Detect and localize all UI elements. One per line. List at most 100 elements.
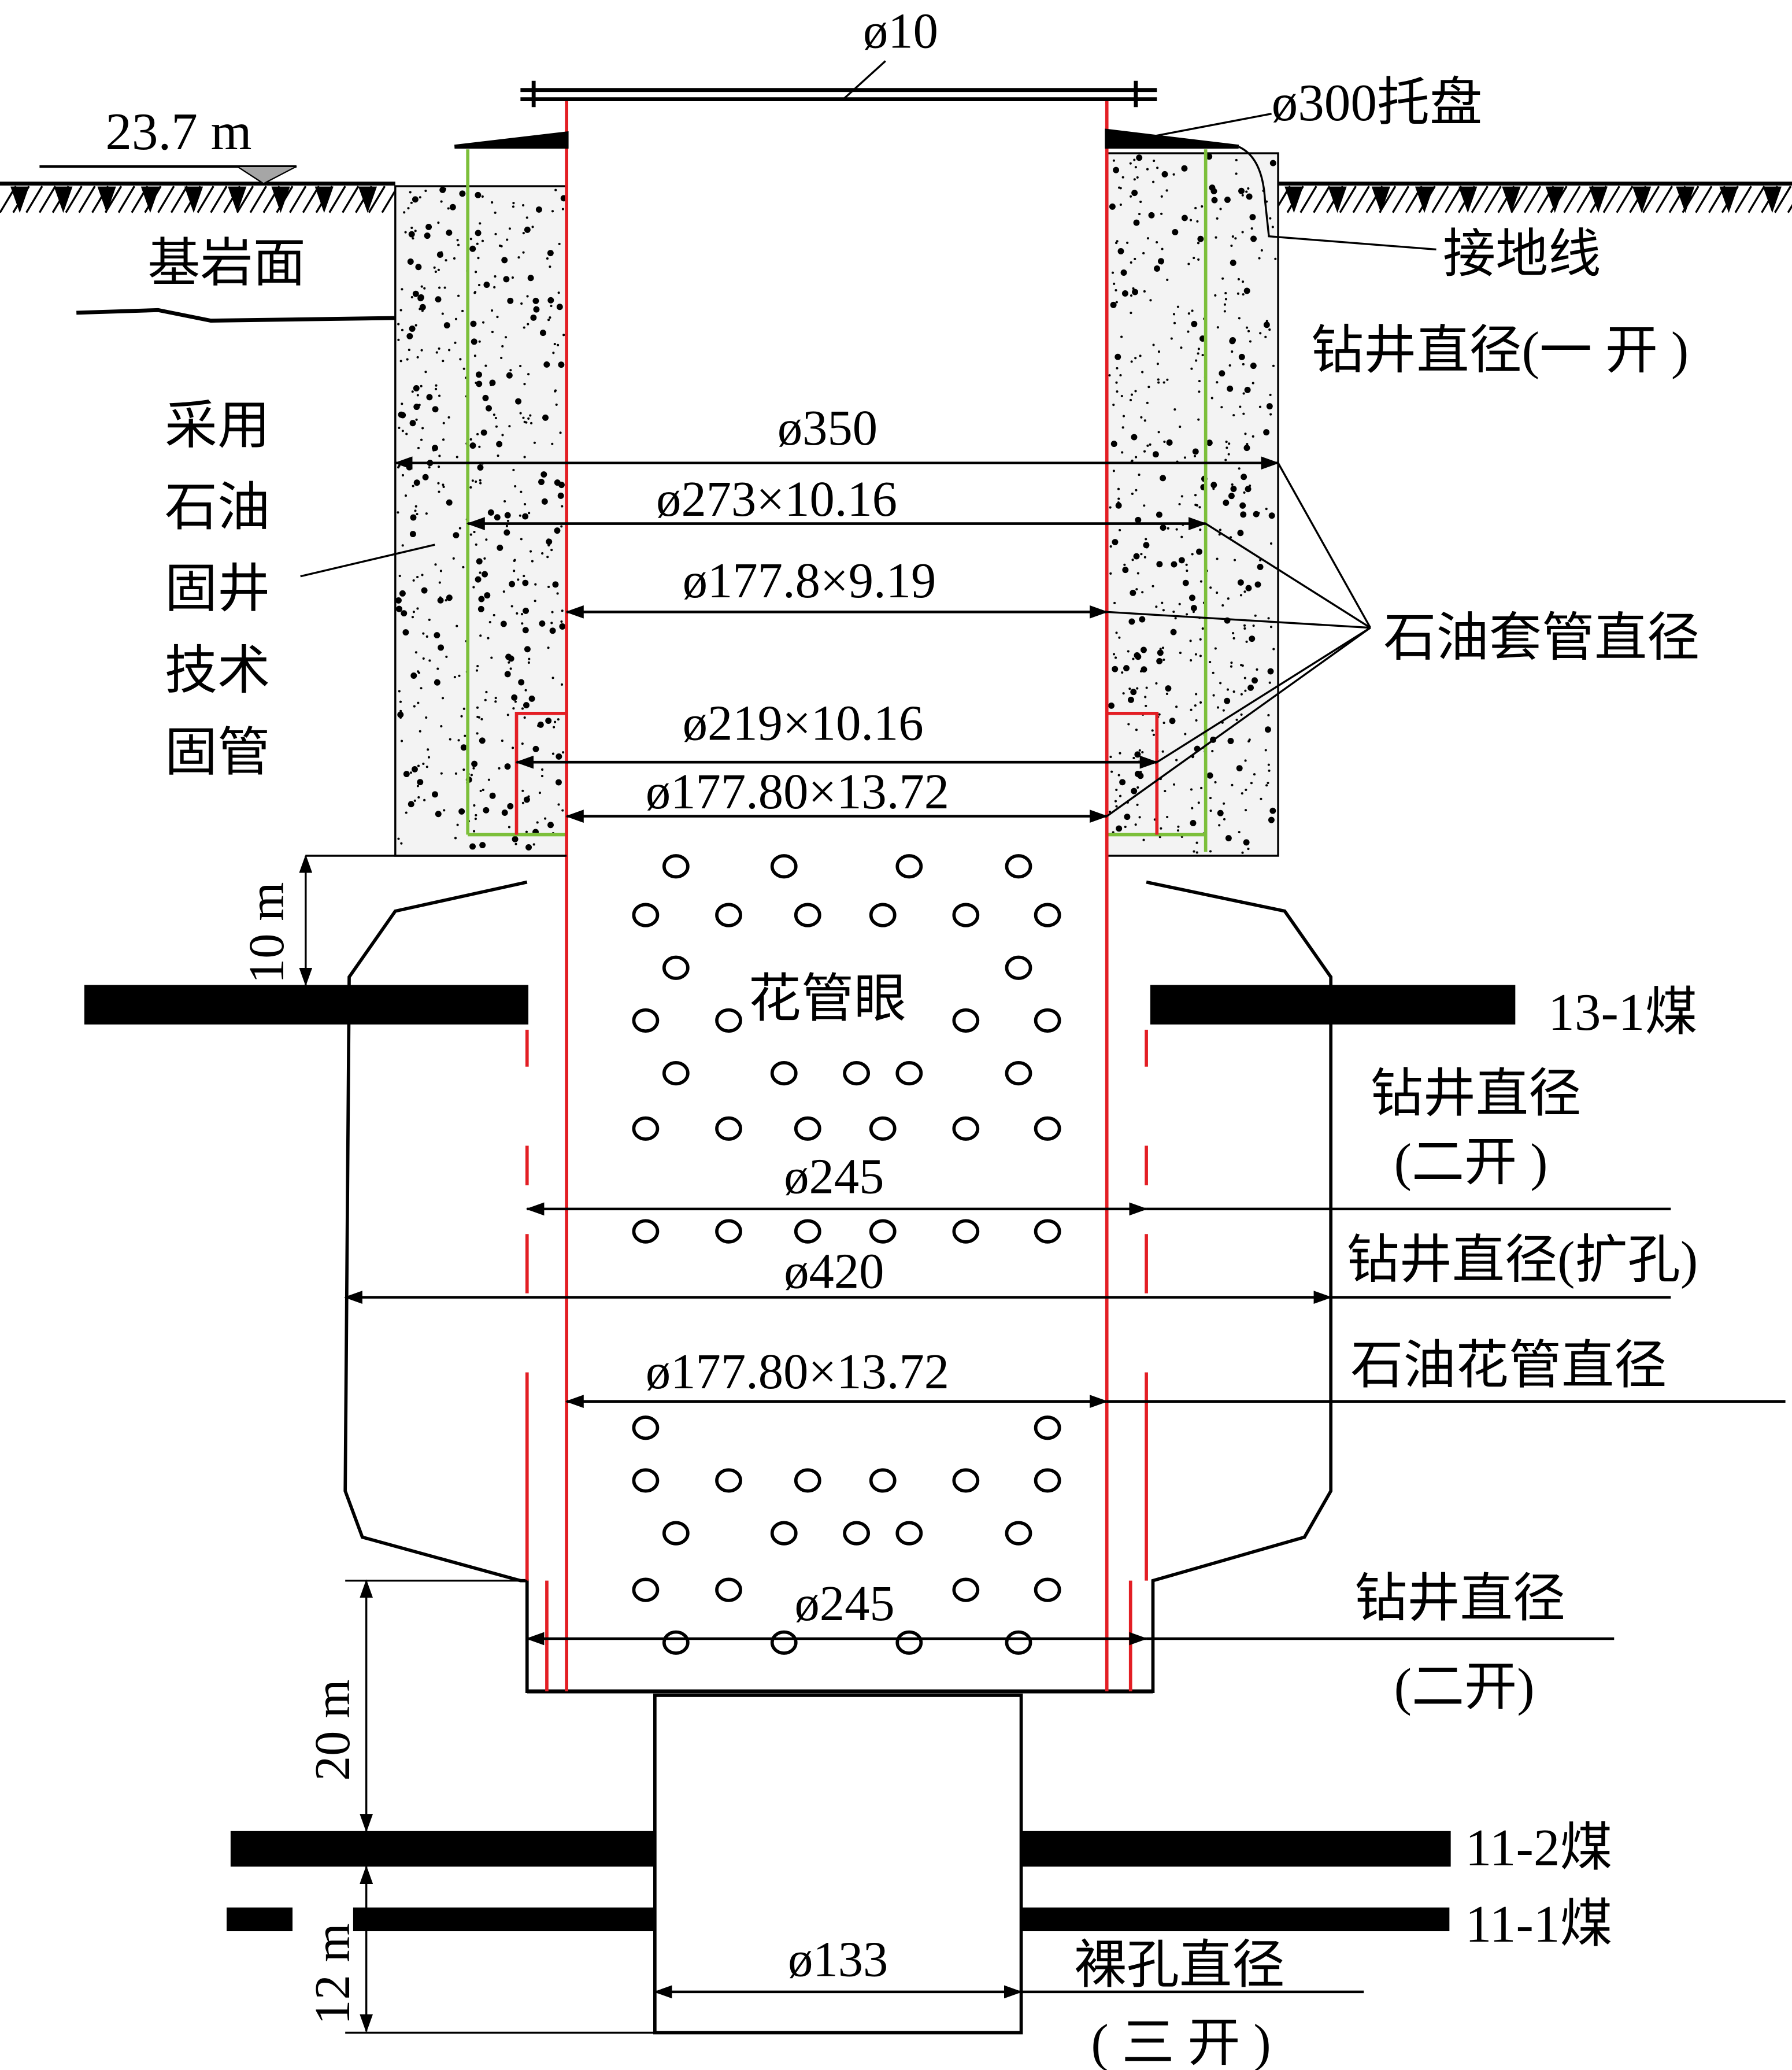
cement-dot [395, 597, 402, 604]
cement-dot [399, 412, 406, 419]
cement-dot [1216, 557, 1219, 560]
cement-dot [522, 251, 525, 254]
cement-dot [424, 371, 427, 374]
cement-dot [1152, 180, 1155, 183]
dim-350-label: ø350 [777, 400, 878, 456]
cement-dot [498, 767, 501, 770]
cement-dot [554, 479, 561, 486]
cement-dot [1165, 189, 1168, 192]
cement-dot [409, 531, 416, 538]
cement-dot [494, 275, 497, 278]
cement-dot [442, 483, 445, 486]
cement-dot [1241, 664, 1244, 667]
cement-dot [555, 779, 562, 786]
cement-dot [443, 809, 446, 812]
cement-dot [1140, 553, 1143, 556]
cement-dot [1195, 841, 1198, 844]
cement-dot [1197, 801, 1200, 804]
cement-dot [458, 674, 461, 677]
cement-dot [477, 257, 480, 260]
cement-dot [1245, 788, 1247, 792]
cement-dot [476, 371, 482, 378]
cement-dot [1145, 538, 1147, 541]
cement-dot [1164, 790, 1167, 793]
cement-dot [1115, 805, 1118, 808]
cement-dot [1210, 397, 1213, 400]
cement-dot [1115, 242, 1118, 245]
cement-dot [497, 544, 503, 551]
cement-dot [1136, 687, 1139, 690]
cement-dot [399, 309, 402, 312]
cement-dot [1144, 696, 1147, 698]
cement-dot [1136, 786, 1139, 789]
cement-dot [1254, 614, 1257, 617]
cement-dot [485, 690, 488, 694]
cement-dot [527, 323, 530, 326]
cement-dot [1123, 665, 1130, 672]
cement-dot [523, 326, 525, 329]
cement-dot [532, 297, 539, 304]
cement-dot [1219, 370, 1225, 377]
cement-dot [523, 607, 530, 614]
cement-dot [1143, 290, 1146, 293]
cement-dot [420, 438, 423, 441]
cement-dot [476, 715, 479, 718]
cement-dot [1115, 788, 1118, 792]
cement-dot [523, 575, 525, 578]
cement-dot [412, 611, 415, 613]
cement-dot [1242, 412, 1245, 415]
cement-dot [1201, 205, 1204, 208]
cement-dot [1197, 352, 1199, 355]
cement-dot [1214, 781, 1217, 783]
cement-dot [1254, 581, 1261, 588]
perforation-hole [1005, 1061, 1032, 1086]
cement-dot [531, 560, 534, 563]
cement-dot [1131, 492, 1134, 495]
cement-dot [1241, 792, 1243, 795]
cement-dot [407, 207, 410, 210]
cement-dot [476, 732, 479, 735]
cement-dot [551, 752, 555, 755]
cement-dot [539, 330, 546, 337]
cement-dot [1179, 426, 1182, 428]
cement-dot [483, 282, 490, 288]
cement-dot [1109, 506, 1112, 509]
cement-dot [1231, 483, 1234, 486]
cementing-note: 采用 石油 固井 技术 固管 [165, 397, 270, 782]
cement-dot [1141, 751, 1144, 754]
wellhead-plate [520, 80, 1157, 108]
cement-dot [1242, 392, 1245, 395]
dim-177-13b-label: ø177.80×13.72 [646, 1344, 949, 1399]
cement-dot [421, 309, 424, 312]
cement-dot [1130, 294, 1133, 297]
cement-dot [1267, 781, 1269, 785]
cement-dot [1223, 303, 1227, 306]
cement-dot [546, 556, 549, 559]
cement-dot [514, 485, 517, 488]
cement-dot [1194, 653, 1197, 656]
cement-dot [446, 229, 453, 236]
cement-dot [1112, 666, 1119, 672]
cement-dot [1141, 591, 1144, 594]
cement-dot [1190, 605, 1197, 612]
cement-dot [1239, 594, 1243, 597]
perforation-hole [715, 1577, 742, 1602]
cement-dot [413, 674, 416, 677]
cement-dot [1267, 668, 1274, 675]
cement-dot [471, 479, 474, 482]
cement-dot [505, 653, 512, 660]
vdim-12-label: 12 m [305, 1923, 360, 2025]
cement-dot [1112, 831, 1115, 834]
cement-dot [1115, 353, 1121, 360]
cement-dot [552, 581, 559, 588]
cement-dot [560, 683, 564, 686]
cement-dot [1216, 217, 1219, 220]
cement-dot [425, 512, 428, 515]
cement-dot [1246, 193, 1253, 200]
dim-245a-label: ø245 [784, 1149, 884, 1204]
cement-dot [1227, 597, 1230, 600]
cement-dot [479, 634, 482, 637]
cement-dot [500, 620, 507, 627]
perforation-hole [770, 854, 798, 879]
cement-dot [547, 646, 550, 649]
